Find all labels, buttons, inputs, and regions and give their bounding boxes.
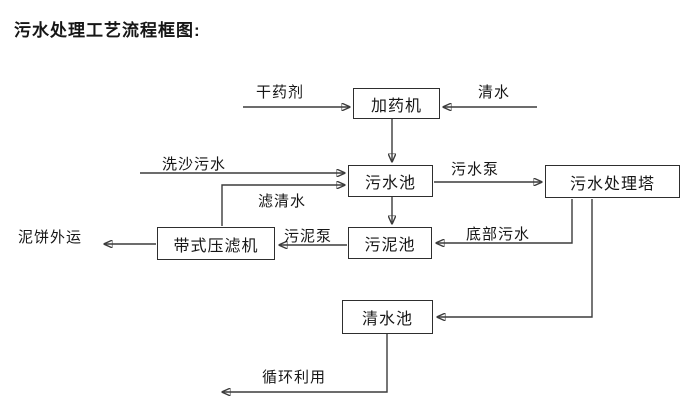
- edge-label-sewage-pump: 污水泵: [451, 161, 500, 178]
- edge-label-sludge-pump: 污泥泵: [284, 228, 333, 245]
- edge-label-mud-cake-outbound: 泥饼外运: [18, 229, 83, 246]
- flow-node-clean-water-pool: 清水池: [342, 300, 433, 334]
- flow-node-sludge-pool: 污泥池: [348, 227, 432, 259]
- connector-tower-to-sludgepool: [436, 199, 573, 243]
- flow-node-belt-filter-press: 带式压滤机: [157, 227, 275, 260]
- edge-label-recycle-reuse: 循环利用: [262, 369, 327, 386]
- flow-node-sewage-pool: 污水池: [348, 165, 433, 197]
- connector-cleanpool-to-recycle: [222, 334, 388, 392]
- edge-label-filtered-water: 滤清水: [258, 193, 307, 210]
- connector-filteredwater-to-sewagepool: [221, 185, 345, 226]
- edge-label-bottom-sewage: 底部污水: [466, 226, 531, 243]
- flow-node-dosing-machine: 加药机: [353, 88, 440, 119]
- page-title: 污水处理工艺流程框图:: [14, 21, 201, 40]
- edge-label-dry-agent: 干药剂: [256, 84, 305, 101]
- edge-label-clean-water: 清水: [478, 84, 511, 101]
- connector-tower-to-cleanpool: [437, 199, 593, 317]
- edge-label-sand-washing-sewage: 洗沙污水: [162, 156, 227, 173]
- flow-node-treatment-tower: 污水处理塔: [545, 165, 680, 198]
